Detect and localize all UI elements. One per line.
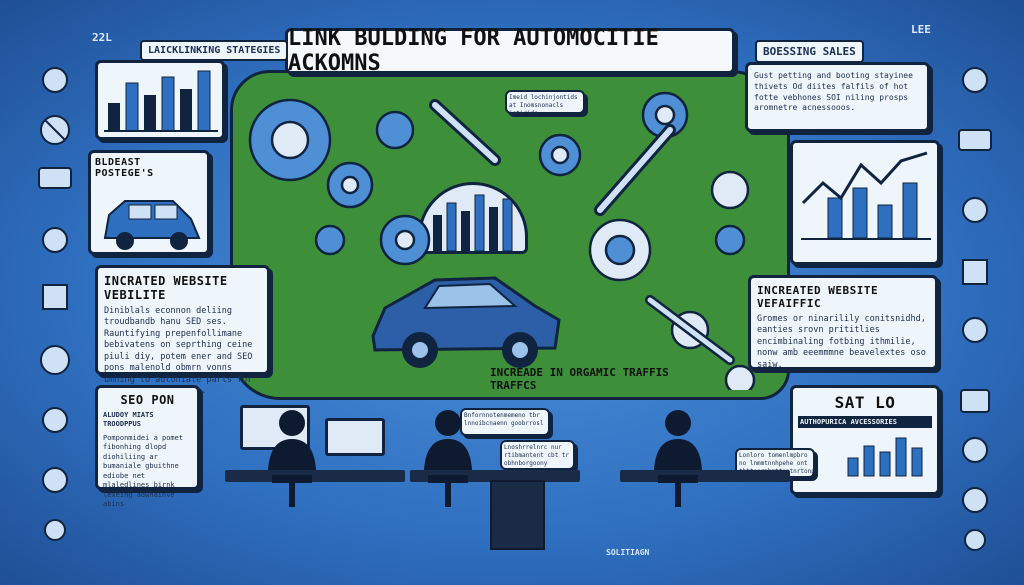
corner-tag: 22L (92, 31, 112, 44)
sales-panel: Gust petting and booting stayinee thivet… (745, 62, 930, 132)
bar-chart-icon (104, 70, 218, 132)
left-side-icons (38, 67, 72, 541)
person-1-icon (268, 410, 316, 507)
left-car-panel: BLDEAST POSTEGE'S (88, 150, 210, 255)
line-chart-icon (801, 151, 931, 240)
bottom-note-2: Lnoshrrelnrc nur rtibmantent cbt tr obhn… (500, 440, 575, 470)
traffic-banner: INCREADE IN ORGAMIC TRAFFIS TRAFFCS (490, 366, 669, 392)
strategies-tag: LAICKLINKING STATEGIES (140, 40, 289, 61)
seo-text: Pomponmidei a pomet fibonhing dlopd dioh… (103, 433, 184, 508)
drawer-cabinet (490, 480, 545, 550)
visibility-panel: INCRATED WEBSITE VEBILITE Diniblals econ… (95, 265, 270, 396)
bottom-label: SOLITIAGN (606, 548, 650, 557)
left-car-title: BLDEAST POSTEGE'S (95, 157, 154, 179)
page-title: LINK BULDING FOR AUTOMOCITIE ACKOMNS (285, 26, 735, 76)
traffic-title: INCREATED WEBSITE VEFAIFFIC (757, 284, 879, 310)
right-chart-panel (790, 140, 940, 265)
bottom-note-1: Bnfornnotenmemeno tbr lnnoibcnaenn goobr… (460, 408, 550, 436)
right-side-icons (958, 67, 992, 551)
traffic-panel: INCREATED WEBSITE VEFAIFFIC Gromes or ni… (748, 275, 938, 370)
desk-1 (225, 470, 405, 482)
sat-lo-title: SAT LO (834, 393, 896, 412)
center-car-icon (371, 276, 561, 368)
sales-tag: BOESSING SALES (755, 40, 864, 63)
gears-illustration (248, 91, 756, 390)
sat-lo-subtitle: AUTHOPURICA AVCESSORIES (798, 416, 932, 428)
small-bar-chart-icon (847, 437, 923, 477)
sat-lo-panel: SAT LO AUTHOPURICA AVCESSORIES (790, 385, 940, 495)
car-icon (103, 200, 201, 250)
person-3-icon (654, 410, 702, 507)
right-corner-tag: LEE (911, 23, 931, 36)
seo-title: SEO PON (120, 393, 175, 407)
center-bar-chart-icon (433, 194, 513, 251)
sales-text: Gust petting and booting stayinee thivet… (754, 71, 913, 113)
person-2-icon (424, 410, 472, 507)
seo-subtitle: ALUDOY MIATS TROODPPUS (103, 411, 154, 429)
monitor-2 (325, 418, 385, 456)
top-left-chart-panel (95, 60, 225, 140)
seo-panel: SEO PON ALUDOY MIATS TROODPPUS Pomponmid… (95, 385, 200, 508)
visibility-title: INCRATED WEBSITE VEBILITE (104, 274, 228, 302)
center-note: Imeid lochinjontids at Inomsnonacls iati… (505, 90, 585, 117)
traffic-text: Gromes or ninarilily conitsnidhd, eantie… (757, 314, 926, 370)
